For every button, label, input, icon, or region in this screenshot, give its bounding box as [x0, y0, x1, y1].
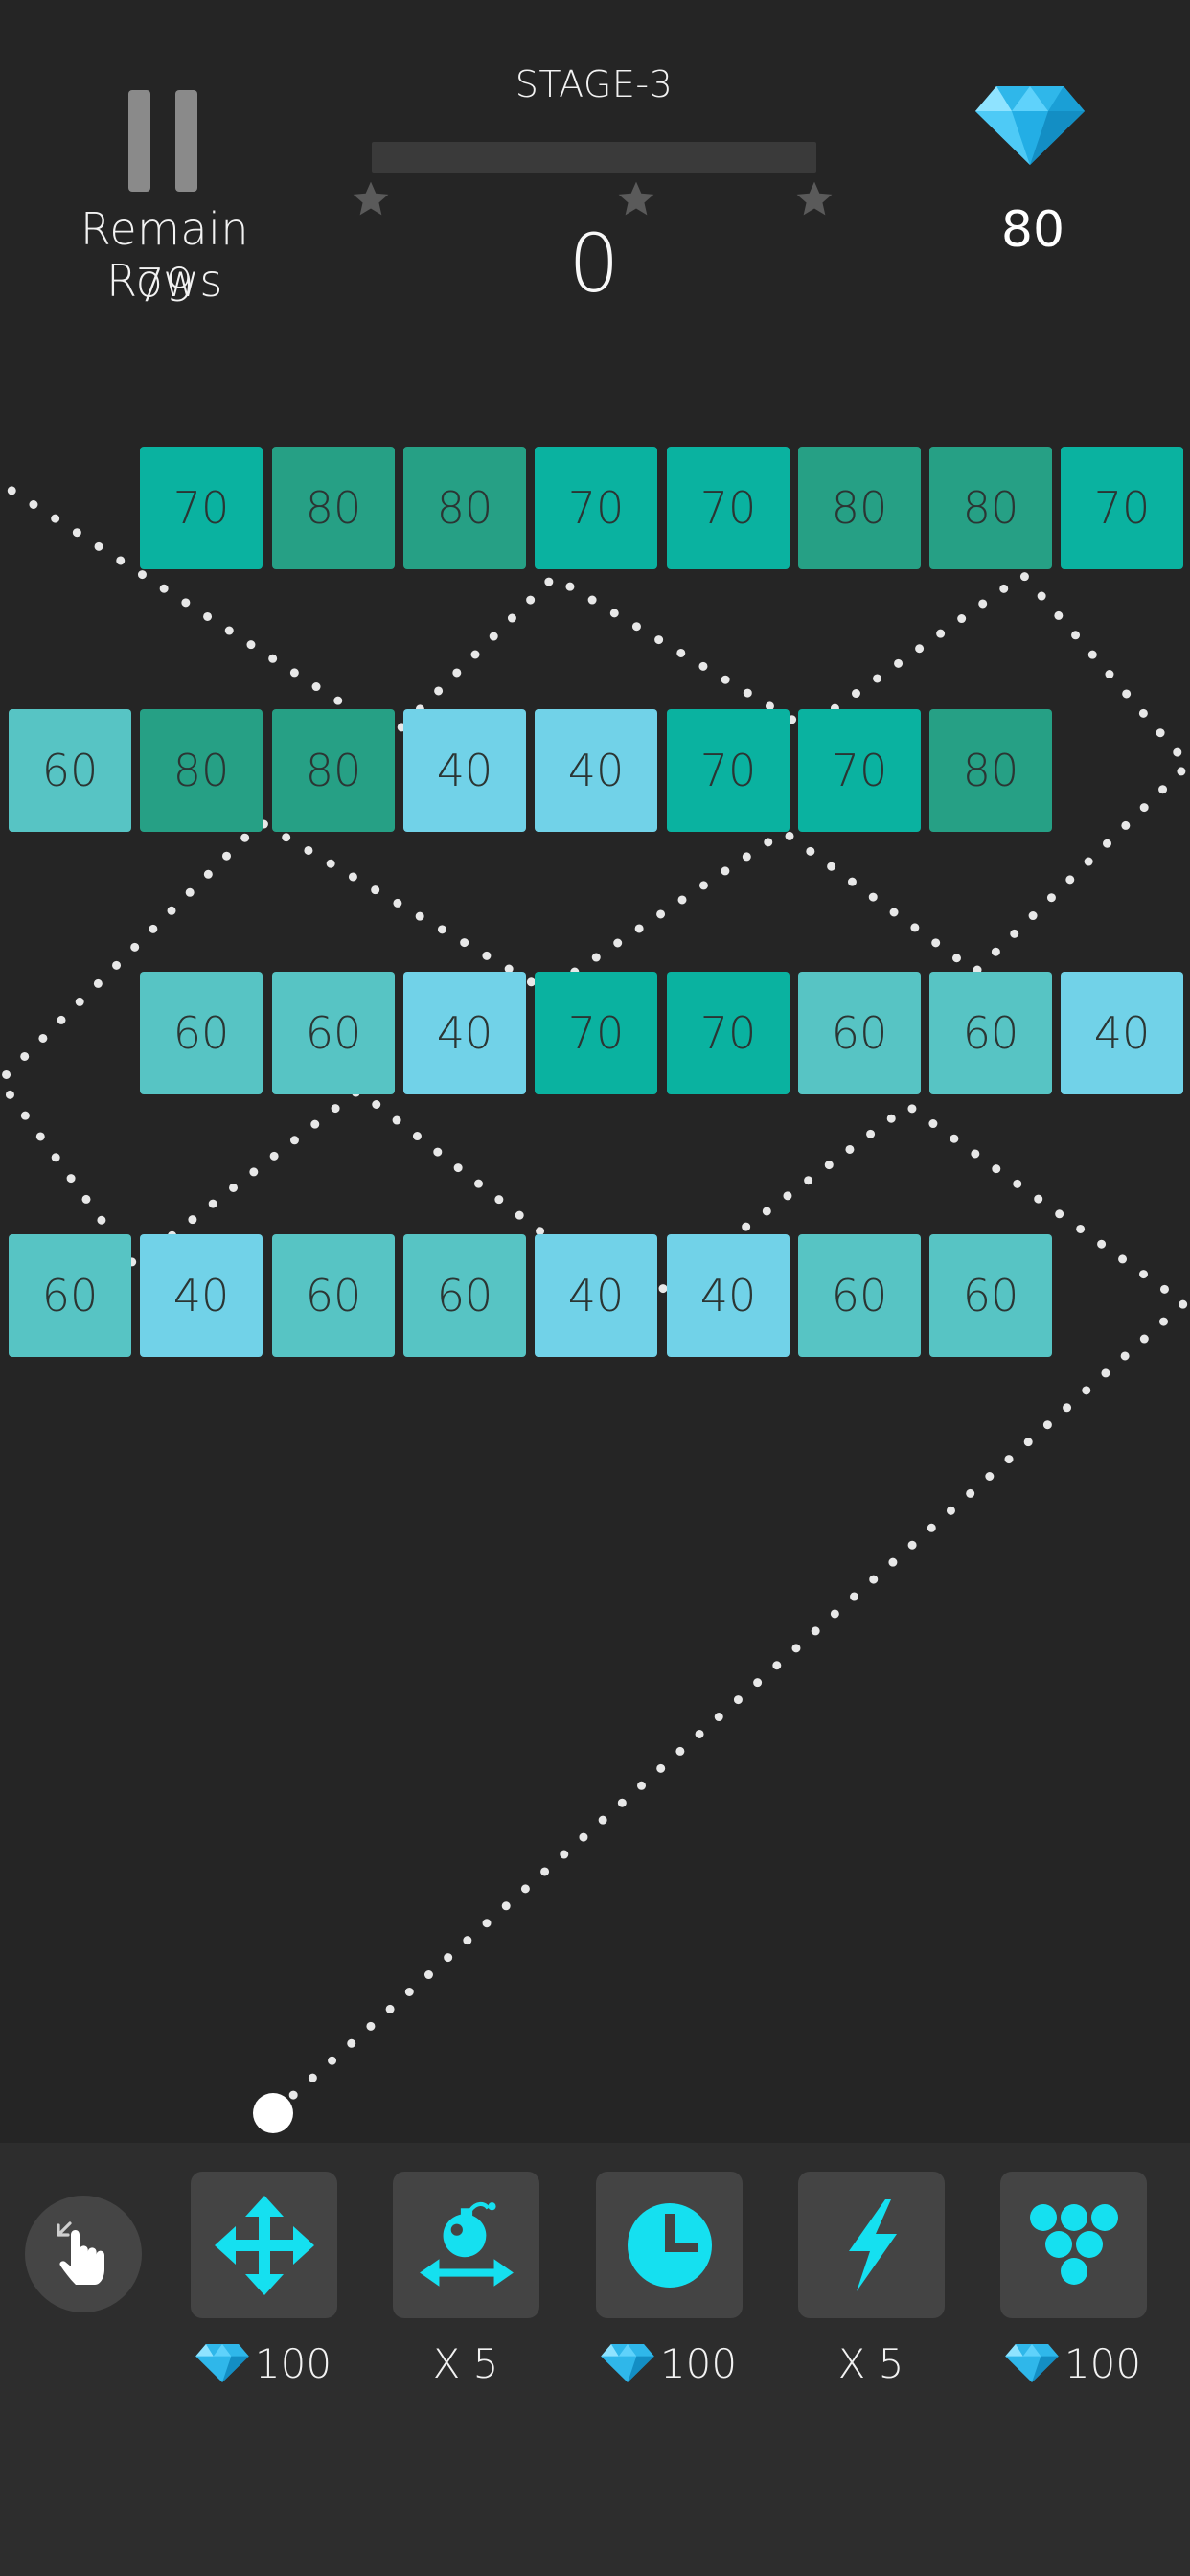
brick: 40: [667, 1234, 790, 1357]
clock-icon: [627, 2202, 712, 2288]
move-powerup-cost: 100: [168, 2334, 359, 2392]
lightning-powerup-count: X 5: [775, 2334, 967, 2392]
diamond-icon: [975, 86, 1085, 165]
brick: 60: [929, 1234, 1052, 1357]
score-progress-bar: [372, 142, 816, 172]
cost-label: X 5: [837, 2339, 904, 2387]
clock-powerup-button[interactable]: [596, 2172, 743, 2318]
brick: 80: [798, 447, 921, 569]
brick: 40: [403, 972, 526, 1094]
launch-ball[interactable]: [253, 2093, 293, 2133]
brick: 70: [535, 972, 657, 1094]
diamond-icon: [1005, 2344, 1059, 2382]
brick: 60: [929, 972, 1052, 1094]
brick: 60: [272, 972, 395, 1094]
brick: 60: [9, 709, 131, 832]
move-powerup-button[interactable]: [191, 2172, 337, 2318]
multi-ball-powerup-button[interactable]: [1000, 2172, 1147, 2318]
brick: 70: [535, 447, 657, 569]
remain-rows-value: 79: [135, 259, 195, 312]
brick: 80: [140, 709, 263, 832]
cost-label: 100: [254, 2339, 332, 2387]
brick: 70: [1061, 447, 1183, 569]
multi-ball-powerup-cost: 100: [977, 2334, 1169, 2392]
brick: 60: [403, 1234, 526, 1357]
gem-count: 80: [1000, 201, 1065, 259]
cost-label: 100: [659, 2339, 738, 2387]
brick: 40: [140, 1234, 263, 1357]
remain-rows-label: Remain Rows: [80, 203, 250, 307]
pause-icon-bar: [175, 90, 197, 192]
brick: 60: [272, 1234, 395, 1357]
brick: 80: [929, 447, 1052, 569]
brick: 80: [272, 709, 395, 832]
hand-pointer-icon: [57, 2221, 105, 2285]
bomb-powerup-button[interactable]: [393, 2172, 539, 2318]
stage-title: STAGE-3: [515, 63, 674, 105]
brick: 40: [403, 709, 526, 832]
brick: 70: [140, 447, 263, 569]
brick: 60: [798, 972, 921, 1094]
brick: 80: [403, 447, 526, 569]
brick: 70: [667, 709, 790, 832]
cost-label: X 5: [432, 2339, 499, 2387]
lightning-powerup-button[interactable]: [798, 2172, 945, 2318]
brick: 60: [9, 1234, 131, 1357]
pause-button[interactable]: [128, 90, 197, 192]
brick: 80: [929, 709, 1052, 832]
brick: 40: [535, 1234, 657, 1357]
diamond-icon: [601, 2344, 654, 2382]
bomb-powerup-count: X 5: [370, 2334, 561, 2392]
cost-label: 100: [1064, 2339, 1142, 2387]
star-icon: [353, 181, 389, 216]
move-arrows-icon: [214, 2195, 314, 2295]
star-icon: [618, 181, 654, 216]
lightning-icon: [848, 2198, 897, 2291]
brick: 60: [140, 972, 263, 1094]
brick: 70: [667, 447, 790, 569]
pause-icon: [128, 90, 150, 192]
tap-hint-button[interactable]: [25, 2196, 142, 2312]
score-value: 0: [568, 217, 620, 310]
brick: 60: [798, 1234, 921, 1357]
brick: 40: [535, 709, 657, 832]
brick: 80: [272, 447, 395, 569]
brick: 70: [667, 972, 790, 1094]
diamond-icon: [195, 2344, 249, 2382]
clock-powerup-cost: 100: [573, 2334, 765, 2392]
brick: 70: [798, 709, 921, 832]
star-icon: [796, 181, 833, 216]
balls-cluster-icon: [1029, 2203, 1118, 2285]
bomb-icon: [419, 2201, 514, 2287]
brick: 40: [1061, 972, 1183, 1094]
